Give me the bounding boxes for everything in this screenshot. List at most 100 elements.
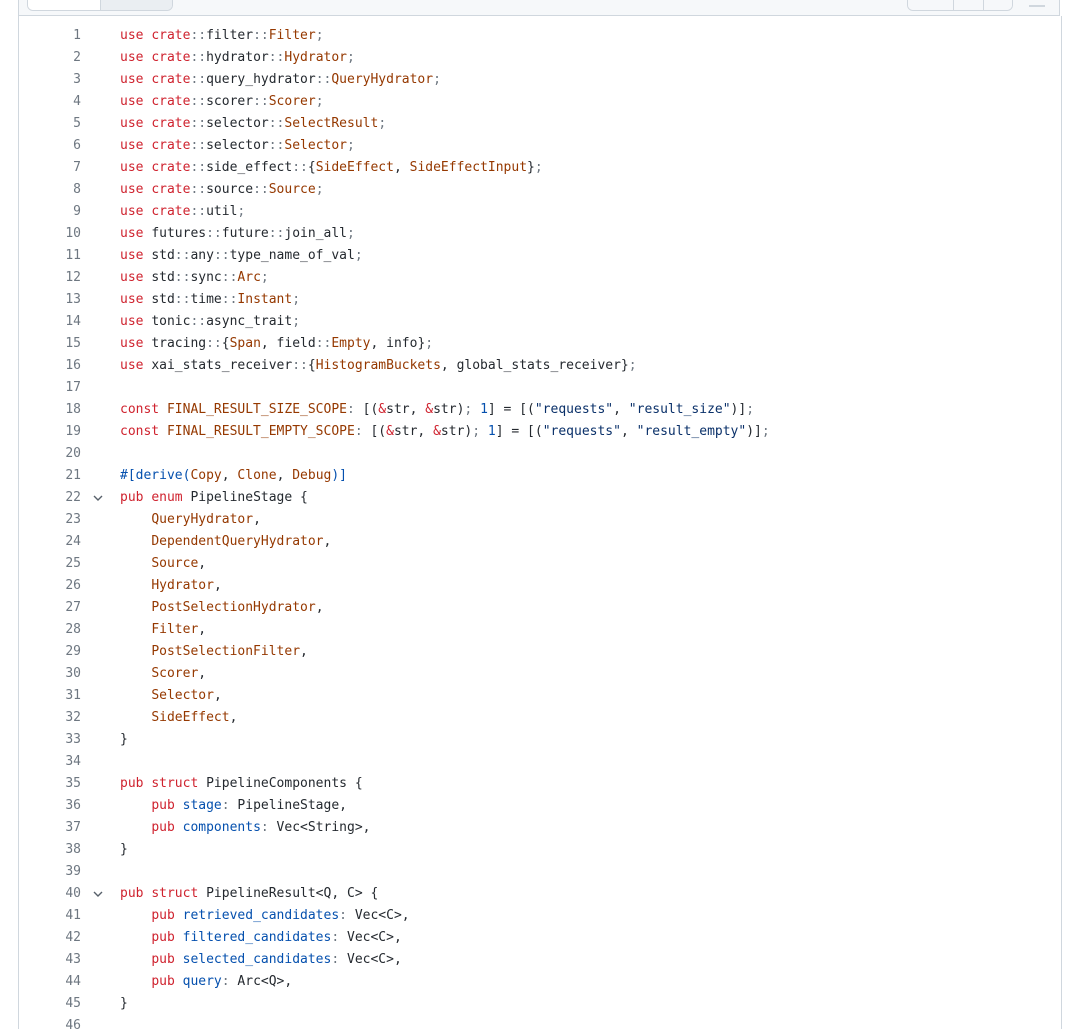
code-token: Arc<Q>, (229, 974, 293, 989)
code-token: ; (354, 248, 363, 263)
code-text: pub retrieved_candidates: Vec<C>, (120, 905, 409, 927)
code-token: str) (433, 402, 465, 417)
line-number[interactable]: 3 (73, 72, 81, 87)
line-number[interactable]: 37 (65, 820, 81, 835)
line-number[interactable]: 7 (73, 160, 81, 175)
code-line: 45} (19, 993, 1059, 1015)
code-text: const FINAL_RESULT_SIZE_SCOPE: [(&str, &… (120, 399, 754, 421)
code-token: , (300, 644, 308, 659)
line-number[interactable]: 16 (65, 358, 81, 373)
code-token: ; (425, 336, 434, 351)
line-number[interactable]: 15 (65, 336, 81, 351)
line-number[interactable]: 29 (65, 644, 81, 659)
code-token (120, 622, 151, 637)
line-number[interactable]: 17 (65, 380, 81, 395)
line-number[interactable]: 24 (65, 534, 81, 549)
line-number[interactable]: 46 (65, 1018, 81, 1029)
line-number[interactable]: 36 (65, 798, 81, 813)
line-number[interactable]: 39 (65, 864, 81, 879)
line-number[interactable]: 34 (65, 754, 81, 769)
line-number[interactable]: 2 (73, 50, 81, 65)
code-token (120, 930, 151, 945)
code-token (120, 688, 151, 703)
line-number[interactable]: 21 (65, 468, 81, 483)
code-token: use (120, 28, 152, 43)
code-token: DependentQueryHydrator (151, 534, 324, 549)
code-token: str) (440, 424, 473, 439)
symbols-menu-icon[interactable] (1029, 0, 1045, 7)
line-number[interactable]: 32 (65, 710, 81, 725)
code-token: FINAL_RESULT_EMPTY_SCOPE (166, 424, 355, 439)
line-number[interactable]: 6 (73, 138, 81, 153)
line-number[interactable]: 26 (65, 578, 81, 593)
copy-icon[interactable] (953, 0, 983, 10)
line-number[interactable]: 20 (65, 446, 81, 461)
line-number[interactable]: 23 (65, 512, 81, 527)
code-token: :: (292, 358, 308, 373)
line-number[interactable]: 42 (65, 930, 81, 945)
line-number[interactable]: 10 (65, 226, 81, 241)
code-token: use (120, 160, 152, 175)
code-text: Filter, (120, 619, 206, 641)
line-number[interactable]: 11 (65, 248, 81, 263)
line-number[interactable]: 22 (65, 490, 81, 505)
blame-view-button[interactable] (99, 0, 172, 10)
line-number[interactable]: 5 (73, 116, 81, 131)
chevron-down-icon[interactable] (91, 487, 105, 509)
download-icon[interactable] (982, 0, 1012, 10)
code-text: use futures::future::join_all; (120, 223, 355, 245)
line-number[interactable]: 44 (65, 974, 81, 989)
line-number[interactable]: 14 (65, 314, 81, 329)
code-token: :: (190, 94, 207, 109)
line-number[interactable]: 18 (65, 402, 81, 417)
code-line: 38} (19, 839, 1059, 861)
code-token: Source (268, 182, 316, 197)
code-token: PipelineStage { (190, 490, 308, 505)
code-token: ; (260, 270, 269, 285)
line-number[interactable]: 13 (65, 292, 81, 307)
code-token: const (120, 402, 167, 417)
code-text: } (120, 993, 128, 1015)
code-token: : (221, 798, 230, 813)
line-number[interactable]: 45 (65, 996, 81, 1011)
code-token (120, 908, 151, 923)
code-line: 33} (19, 729, 1059, 751)
code-token: :: (190, 116, 207, 131)
line-number[interactable]: 4 (73, 94, 81, 109)
line-number[interactable]: 1 (73, 28, 81, 43)
line-number[interactable]: 43 (65, 952, 81, 967)
code-token (120, 974, 151, 989)
line-number[interactable]: 28 (65, 622, 81, 637)
code-token: async_trait (206, 314, 293, 329)
code-token: hydrator (206, 50, 269, 65)
line-number[interactable]: 9 (73, 204, 81, 219)
line-number[interactable]: 35 (65, 776, 81, 791)
line-number[interactable]: 8 (73, 182, 81, 197)
code-token: Vec<String>, (268, 820, 371, 835)
code-text: use crate::filter::Filter; (120, 25, 324, 47)
line-number[interactable]: 27 (65, 600, 81, 615)
line-number[interactable]: 33 (65, 732, 81, 747)
raw-button[interactable] (908, 0, 954, 10)
code-view-button[interactable] (28, 0, 100, 10)
line-number[interactable]: 38 (65, 842, 81, 857)
code-token: [( (354, 402, 379, 417)
code-text: Scorer, (120, 663, 206, 685)
line-number[interactable]: 30 (65, 666, 81, 681)
line-number[interactable]: 31 (65, 688, 81, 703)
code-line: 44 pub query: Arc<Q>, (19, 971, 1059, 993)
line-number[interactable]: 41 (65, 908, 81, 923)
chevron-down-icon[interactable] (91, 883, 105, 905)
code-token: Scorer (268, 94, 316, 109)
code-token: :: (221, 292, 238, 307)
line-number[interactable]: 40 (65, 886, 81, 901)
code-line: 42 pub filtered_candidates: Vec<C>, (19, 927, 1059, 949)
code-token: use (120, 270, 152, 285)
line-number[interactable]: 19 (65, 424, 81, 439)
line-number[interactable]: 25 (65, 556, 81, 571)
line-number[interactable]: 12 (65, 270, 81, 285)
